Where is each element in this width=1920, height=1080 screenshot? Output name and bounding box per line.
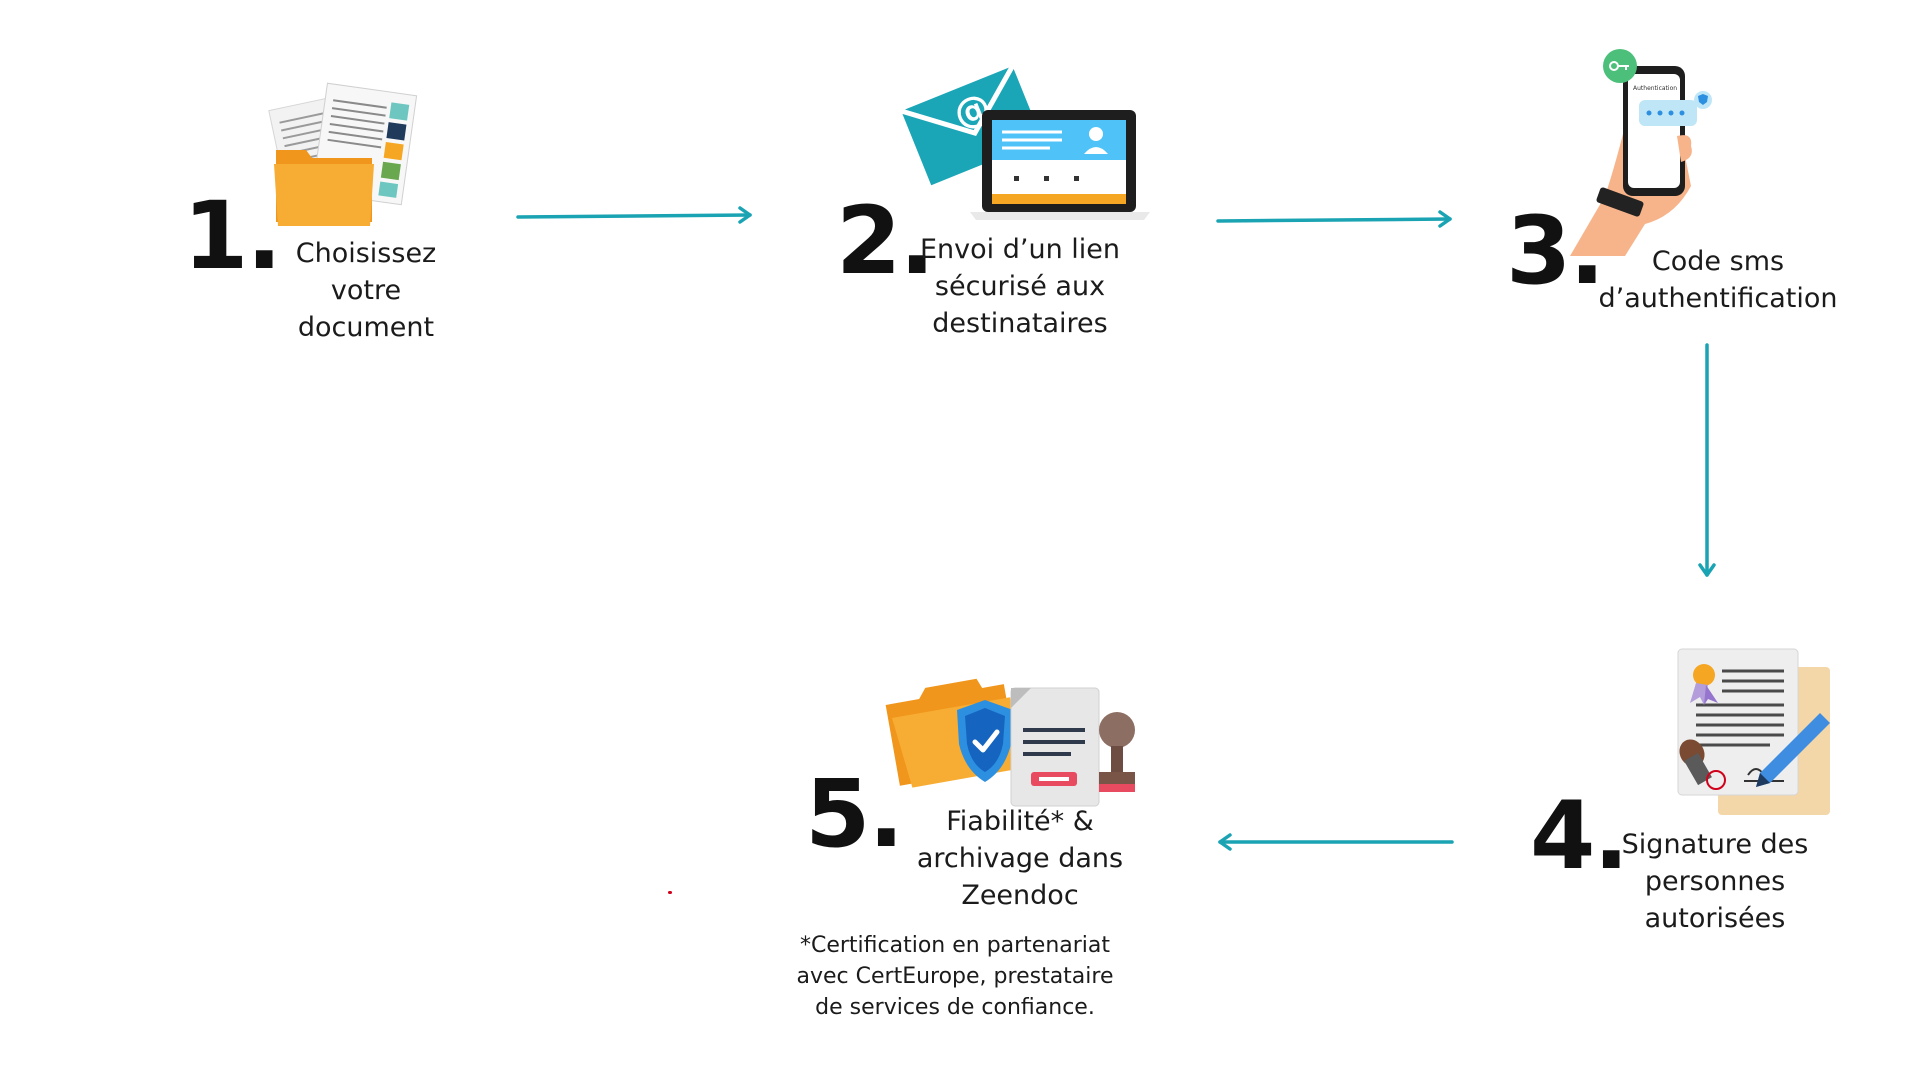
step-3-label: Code sms d’authentification	[1598, 246, 1838, 314]
step-2-label: Envoi d’un lien sécurisé aux destinatair…	[919, 234, 1120, 339]
phone-authentication-icon: Authentication	[1570, 49, 1712, 256]
signed-certificate-icon	[1677, 648, 1830, 815]
arrow-step4-to-step5	[1218, 833, 1454, 851]
step-5-label: Fiabilité* & archivage dans Zeendoc	[916, 806, 1124, 911]
step-1-label: Choisissez votre document	[295, 238, 437, 343]
step-5-number: 5.	[805, 760, 904, 869]
red-dot-mark	[668, 891, 672, 894]
documents-folder-icon	[268, 82, 418, 226]
arrow-step2-to-step3	[1216, 210, 1452, 228]
secure-archive-icon	[885, 678, 1135, 807]
phone-screen-title: Authentication	[1633, 85, 1677, 92]
arrow-step1-to-step2	[516, 206, 752, 224]
step-1-number: 1.	[183, 182, 282, 291]
step-4-number: 4.	[1530, 782, 1629, 891]
step-4-label: Signature des personnes autorisées	[1621, 829, 1809, 934]
email-laptop-icon: @	[900, 66, 1150, 220]
step-2-number: 2.	[836, 187, 935, 296]
certification-footnote: *Certification en partenariat avec CertE…	[796, 933, 1114, 1020]
arrow-step3-to-step4	[1698, 343, 1716, 577]
